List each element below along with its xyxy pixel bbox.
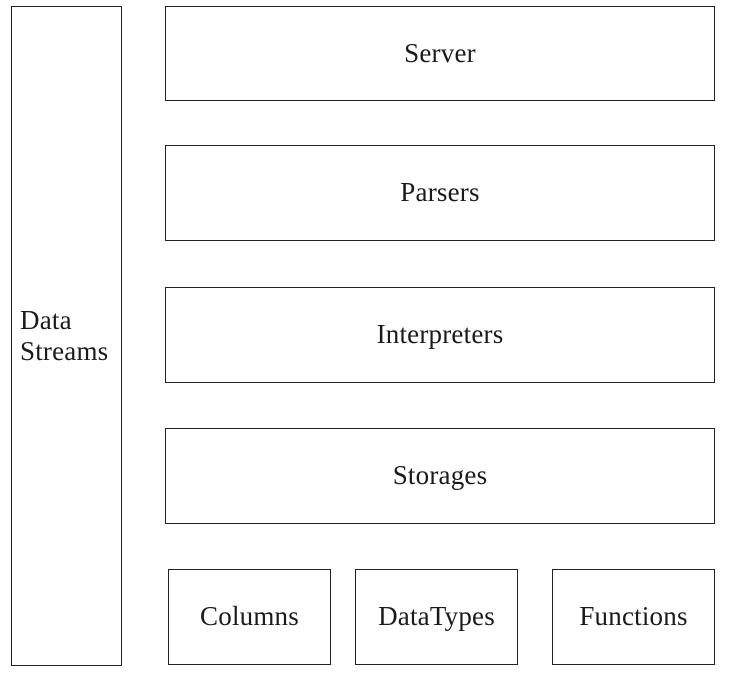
parsers-label: Parsers xyxy=(400,177,480,208)
datatypes-box: DataTypes xyxy=(355,569,518,665)
storages-label: Storages xyxy=(392,460,488,491)
interpreters-box: Interpreters xyxy=(165,287,715,383)
columns-box: Columns xyxy=(168,569,331,665)
parsers-box: Parsers xyxy=(165,145,715,241)
server-box: Server xyxy=(165,6,715,101)
data-streams-label: Data Streams xyxy=(20,305,108,367)
data-streams-label-line1: Data xyxy=(20,304,72,335)
functions-label: Functions xyxy=(579,601,688,632)
storages-box: Storages xyxy=(165,428,715,524)
datatypes-label: DataTypes xyxy=(378,601,495,632)
interpreters-label: Interpreters xyxy=(376,319,504,350)
columns-label: Columns xyxy=(200,601,299,632)
functions-box: Functions xyxy=(552,569,715,665)
server-label: Server xyxy=(404,37,476,68)
data-streams-label-line2: Streams xyxy=(20,336,109,366)
data-streams-box: Data Streams xyxy=(11,6,122,666)
